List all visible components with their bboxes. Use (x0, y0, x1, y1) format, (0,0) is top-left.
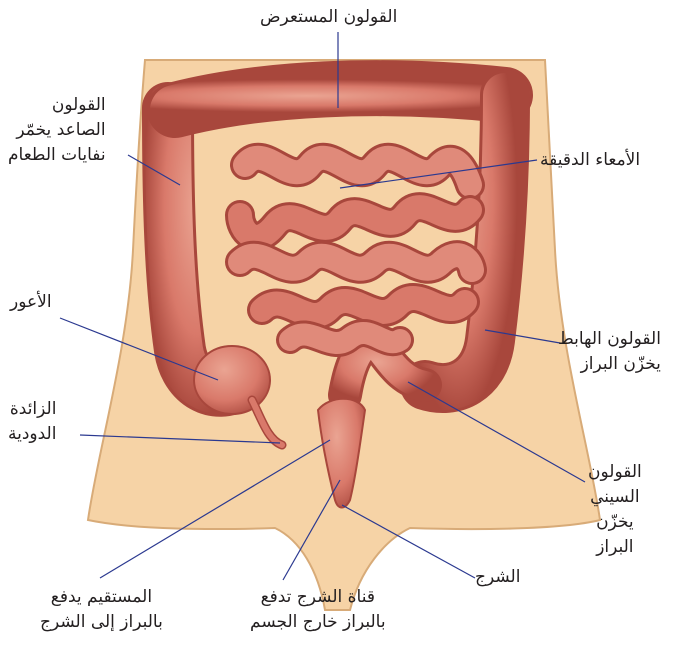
label-text: القولون (588, 460, 642, 485)
label-text: بالبراز إلى الشرج (40, 610, 163, 635)
label-text: السيني (588, 485, 642, 510)
label-cecum: الأعور (10, 290, 52, 315)
label-appendix: الزائدة الدودية (8, 397, 56, 447)
label-descending-colon: القولون الهابط يخزّن البراز (558, 327, 661, 377)
label-text: القولون المستعرض (260, 5, 397, 30)
label-text: يخزّن (588, 510, 642, 535)
label-ascending-colon: القولون الصاعد يخمّر نفايات الطعام (8, 93, 106, 168)
label-text: القولون (8, 93, 106, 118)
label-text: الأمعاء الدقيقة (540, 148, 640, 173)
label-anus: الشرج (475, 565, 520, 590)
label-anal-canal: قناة الشرج تدفع بالبراز خارج الجسم (250, 585, 386, 635)
label-rectum: المستقيم يدفع بالبراز إلى الشرج (40, 585, 163, 635)
label-text: قناة الشرج تدفع (250, 585, 386, 610)
label-text: الأعور (10, 290, 52, 315)
label-text: القولون الهابط (558, 327, 661, 352)
label-sigmoid-colon: القولون السيني يخزّن البراز (588, 460, 642, 560)
label-text: يخزّن البراز (558, 352, 661, 377)
label-text: الصاعد يخمّر (8, 118, 106, 143)
label-text: الشرج (475, 565, 520, 590)
label-small-intestine: الأمعاء الدقيقة (540, 148, 640, 173)
label-text: الزائدة (8, 397, 56, 422)
label-text: المستقيم يدفع (40, 585, 163, 610)
label-text: الدودية (8, 422, 56, 447)
label-text: البراز (588, 535, 642, 560)
label-text: نفايات الطعام (8, 143, 106, 168)
label-transverse-colon: القولون المستعرض (260, 5, 397, 30)
label-text: بالبراز خارج الجسم (250, 610, 386, 635)
